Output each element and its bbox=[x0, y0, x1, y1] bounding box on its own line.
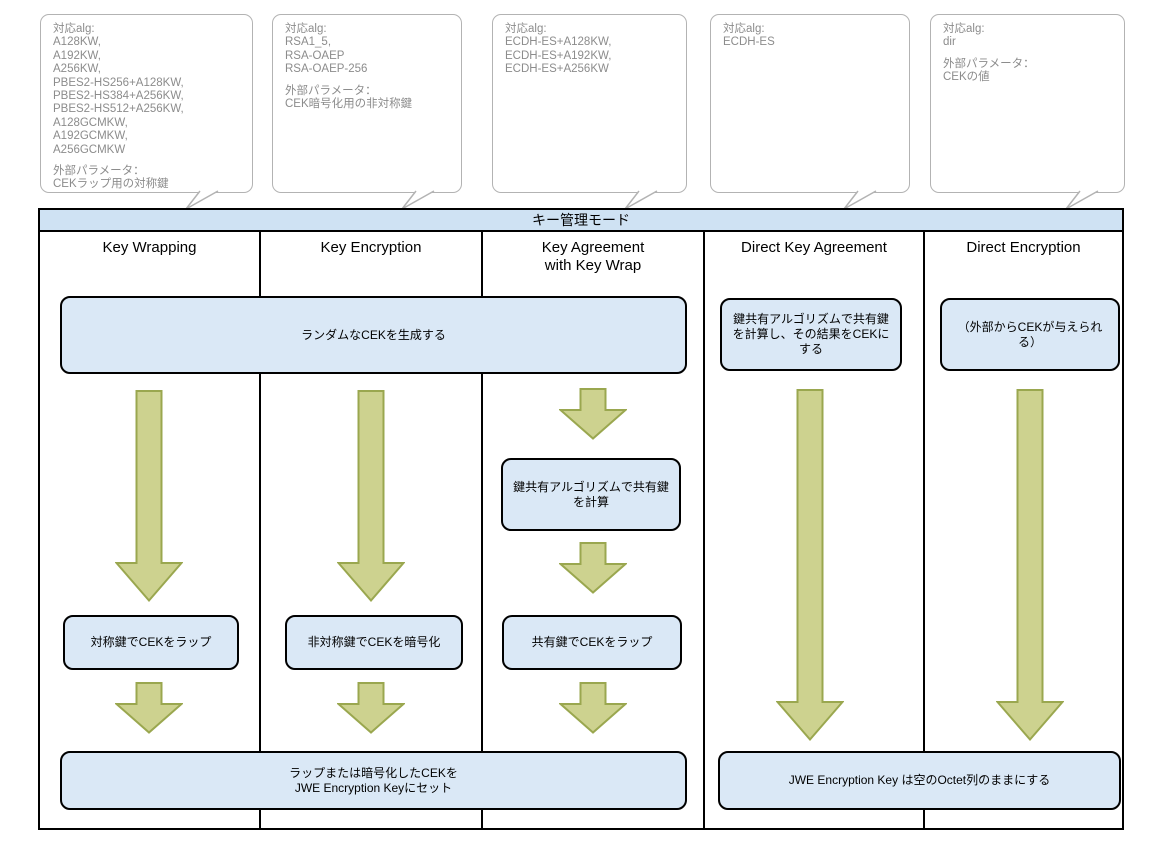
bubble-tail-icon bbox=[1065, 190, 1099, 210]
callout-direct-encryption: 対応alg: dir 外部パラメータ： CEKの値 bbox=[930, 14, 1125, 210]
column-divider bbox=[923, 232, 925, 829]
column-label-direct-encryption: Direct Encryption bbox=[966, 239, 1081, 256]
down-arrow-icon bbox=[776, 389, 844, 741]
callout-direct-key-agreement: 対応alg: ECDH-ES bbox=[710, 14, 910, 210]
bubble-tail-icon bbox=[401, 190, 435, 210]
box-set-jwe-key: ラップまたは暗号化したCEKを JWE Encryption Keyにセット bbox=[60, 751, 687, 810]
box-keep-empty-octet: JWE Encryption Key は空のOctet列のままにする bbox=[718, 751, 1121, 810]
callout-param: 外部パラメータ： CEK暗号化用の非対称鍵 bbox=[285, 84, 413, 111]
down-arrow-icon bbox=[996, 389, 1064, 741]
callout-algs: 対応alg: dir bbox=[943, 23, 985, 49]
box-encrypt-asymmetric: 非対称鍵でCEKを暗号化 bbox=[285, 615, 463, 670]
diagram-title: キー管理モード bbox=[532, 212, 630, 228]
box-external-cek: （外部からCEKが与えられ る） bbox=[940, 298, 1120, 371]
callout-algs: 対応alg: RSA1_5, RSA-OAEP RSA-OAEP-256 bbox=[285, 23, 368, 76]
box-agree-result-cek: 鍵共有アルゴリズムで共有鍵 を計算し、その結果をCEKに する bbox=[720, 298, 902, 371]
callout-algs: 対応alg: ECDH-ES bbox=[723, 23, 775, 49]
column-label-direct-key-agreement: Direct Key Agreement bbox=[741, 239, 887, 256]
down-arrow-icon bbox=[559, 682, 627, 734]
diagram-table-frame bbox=[38, 230, 1124, 830]
down-arrow-icon bbox=[559, 388, 627, 440]
diagram-title-bar: キー管理モード bbox=[38, 208, 1124, 232]
box-wrap-symmetric: 対称鍵でCEKをラップ bbox=[63, 615, 239, 670]
column-divider bbox=[703, 232, 705, 829]
down-arrow-icon bbox=[115, 390, 183, 602]
callout-algs: 対応alg: ECDH-ES+A128KW, ECDH-ES+A192KW, E… bbox=[505, 23, 612, 76]
column-divider bbox=[481, 232, 483, 829]
callout-param: 外部パラメータ： CEKの値 bbox=[943, 57, 1035, 84]
bubble-tail-icon bbox=[185, 190, 219, 210]
bubble-tail-icon bbox=[624, 190, 658, 210]
down-arrow-icon bbox=[337, 390, 405, 602]
column-divider bbox=[259, 232, 261, 829]
column-label-key-encryption: Key Encryption bbox=[320, 239, 422, 256]
callout-key-wrapping: 対応alg: A128KW, A192KW, A256KW, PBES2-HS2… bbox=[40, 14, 253, 210]
box-wrap-shared: 共有鍵でCEKをラップ bbox=[502, 615, 682, 670]
column-label-key-wrapping: Key Wrapping bbox=[102, 239, 197, 256]
down-arrow-icon bbox=[559, 542, 627, 594]
down-arrow-icon bbox=[337, 682, 405, 734]
down-arrow-icon bbox=[115, 682, 183, 734]
column-label-key-agreement-wrap: Key Agreement with Key Wrap bbox=[541, 239, 645, 274]
bubble-tail-icon bbox=[843, 190, 877, 210]
box-generate-random-cek: ランダムなCEKを生成する bbox=[60, 296, 687, 374]
callout-param: 外部パラメータ： CEKラップ用の対称鍵 bbox=[53, 165, 169, 191]
callout-algs: 対応alg: A128KW, A192KW, A256KW, PBES2-HS2… bbox=[53, 23, 184, 156]
box-agree-compute: 鍵共有アルゴリズムで共有鍵 を計算 bbox=[501, 458, 681, 531]
callout-key-encryption: 対応alg: RSA1_5, RSA-OAEP RSA-OAEP-256 外部パ… bbox=[272, 14, 462, 210]
callout-key-agreement-wrap: 対応alg: ECDH-ES+A128KW, ECDH-ES+A192KW, E… bbox=[492, 14, 687, 210]
